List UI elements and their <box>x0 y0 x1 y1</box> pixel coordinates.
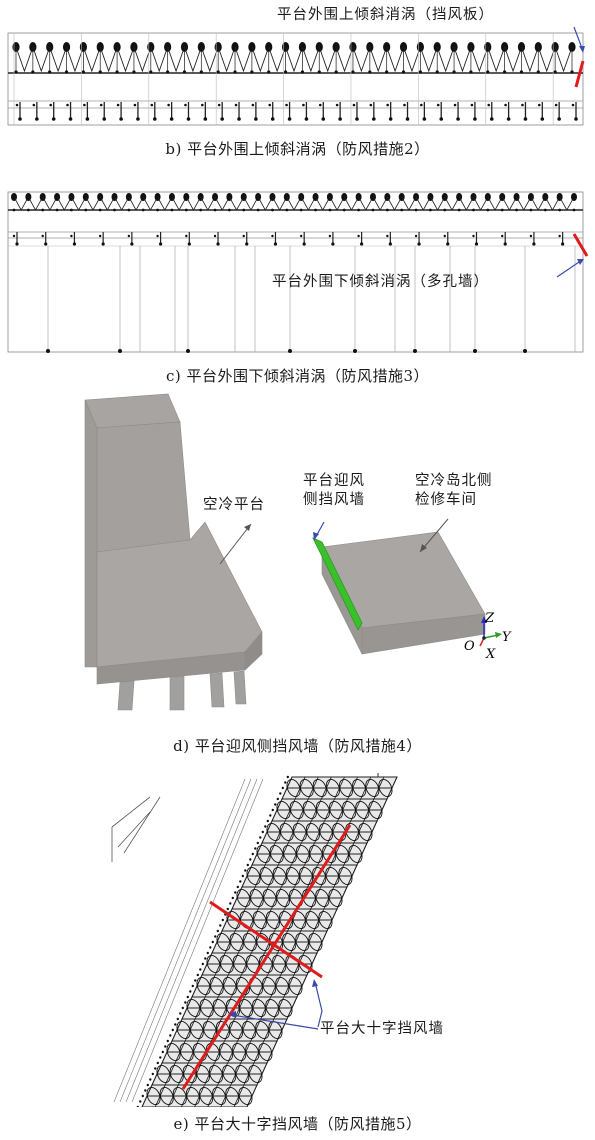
axis-x-label: X <box>485 647 496 662</box>
porous-wall <box>572 233 589 257</box>
panel-c-drawing <box>7 191 589 353</box>
cross-wall-pointer-1 <box>314 981 323 1028</box>
maintenance-workshop <box>312 531 486 655</box>
windward-wall <box>312 537 363 631</box>
baffle-plate <box>574 60 585 88</box>
callout-cross-wall-label: 平台大十字挡风墙 <box>320 1021 444 1037</box>
axis-triad: Z Y X O <box>464 611 512 662</box>
label-workshop-line2: 检修车间 <box>415 492 477 508</box>
panel-b-drawing <box>7 26 585 126</box>
cross-wall-long <box>181 824 352 1090</box>
callout-porous-wall-label: 平台外围下倾斜消涡（多孔墙） <box>272 274 489 290</box>
label-windward-wall-line1: 平台迎风 <box>303 473 365 489</box>
cross-wall-short <box>209 900 323 979</box>
callout-baffle-label: 平台外围上倾斜消涡（挡风板） <box>277 7 494 23</box>
porous-wall-pointer <box>556 259 583 278</box>
panel-d-drawing: Z Y X O <box>84 393 512 711</box>
panel-b-caption: b) 平台外围上倾斜消涡（防风措施2） <box>165 140 430 158</box>
label-windward-wall-line2: 侧挡风墙 <box>303 492 365 508</box>
panel-b: 平台外围上倾斜消涡（挡风板） b) 平台外围上倾斜消涡（防风措施2） <box>0 0 595 170</box>
axis-o-label: O <box>464 639 475 654</box>
panel-d-caption: d) 平台迎风侧挡风墙（防风措施4） <box>173 737 422 755</box>
cross-wall-pointer-2 <box>231 1014 319 1030</box>
label-air-cooled-platform: 空冷平台 <box>203 497 265 513</box>
panel-c: 平台外围下倾斜消涡（多孔墙） c) 平台外围下倾斜消涡（防风措施3） <box>0 172 595 392</box>
panel-e: 平台大十字挡风墙 e) 平台大十字挡风墙（防风措施5） <box>0 767 595 1140</box>
panel-e-caption: e) 平台大十字挡风墙（防风措施5） <box>173 1115 422 1133</box>
axis-y-label: Y <box>502 630 512 645</box>
air-cooled-platform <box>84 393 263 711</box>
panel-e-drawing <box>111 773 398 1107</box>
cooling-unit-row-b <box>7 32 584 126</box>
platform-pointer <box>219 523 252 565</box>
label-workshop-line1: 空冷岛北侧 <box>415 473 493 489</box>
panel-c-caption: c) 平台外围下倾斜消涡（防风措施3） <box>165 367 430 385</box>
axis-z-label: Z <box>484 611 495 626</box>
panel-d: Z Y X O 空冷平台 平台迎风 侧挡风墙 空冷岛北侧 检修车间 d) 平台迎… <box>0 392 595 767</box>
cooling-unit-row-c <box>7 191 584 353</box>
